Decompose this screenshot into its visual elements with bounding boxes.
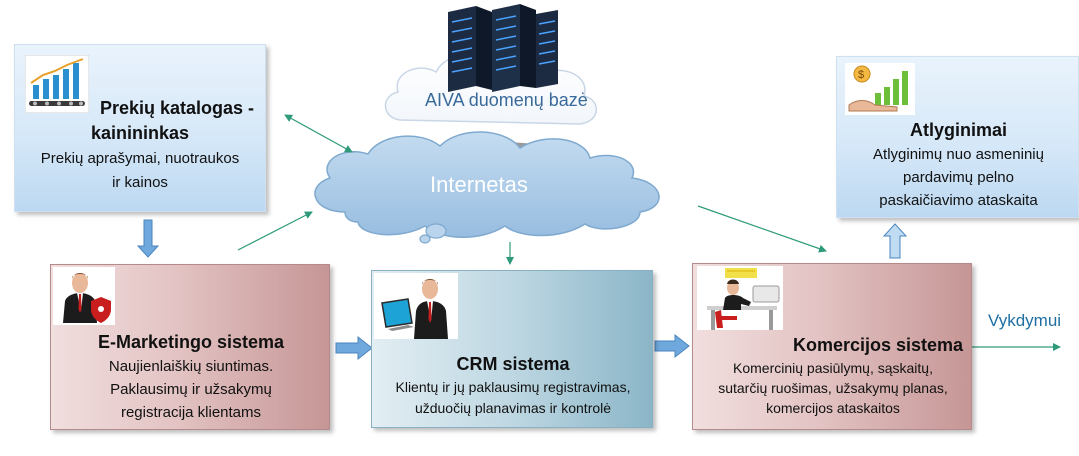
atlyginimai-title: Atlyginimai bbox=[909, 120, 1007, 140]
block-arrow-komercijos-atlyginimai bbox=[882, 223, 908, 259]
komercijos-desc-2: sutarčių ruošimas, užsakymų planas, bbox=[718, 380, 948, 396]
katalogas-title-2: kainininkas bbox=[90, 123, 190, 143]
block-arrow-catalog-emarketing bbox=[136, 219, 160, 258]
emarketing-desc-3: registracija klientams bbox=[120, 404, 262, 421]
komercijos-title: Komercijos sistema bbox=[792, 335, 964, 355]
atlyginimai-desc-3: paskaičiavimo ataskaita bbox=[879, 192, 1038, 209]
database-label: AIVA duomenų bazė bbox=[425, 90, 588, 110]
katalogas-title: Prekių katalogas - bbox=[99, 98, 255, 118]
emarketing-title: E-Marketingo sistema bbox=[97, 332, 285, 352]
output-label: Vykdymui bbox=[988, 311, 1062, 330]
internet-cloud bbox=[314, 131, 660, 244]
block-arrow-emarketing-crm bbox=[335, 335, 373, 361]
atlyginimai-desc-2: pardavimų pelno bbox=[903, 169, 1014, 186]
katalogas-desc-2: ir kainos bbox=[112, 174, 168, 191]
atlyginimai-desc-1: Atlyginimų nuo asmeninių bbox=[873, 146, 1044, 163]
person-computer-icon bbox=[374, 273, 458, 339]
person-shield-icon bbox=[53, 267, 115, 325]
node-katalogas: Prekių katalogas - kainininkas Prekių ap… bbox=[14, 44, 266, 212]
svg-text:$: $ bbox=[858, 69, 864, 81]
emarketing-desc-1: Naujienlaiškių siuntimas. bbox=[108, 358, 274, 375]
internet-label: Internetas bbox=[430, 172, 528, 197]
conveyor-chart-icon bbox=[24, 54, 90, 114]
office-worker-icon bbox=[697, 266, 783, 330]
crm-desc-2: užduočių planavimas ir kontrolė bbox=[414, 400, 612, 416]
block-arrow-crm-komercijos bbox=[654, 333, 690, 359]
emarketing-desc-2: Paklausimų ir užsakymų bbox=[110, 381, 272, 398]
node-emarketing: E-Marketingo sistema Naujienlaiškių siun… bbox=[50, 264, 330, 430]
crm-title: CRM sistema bbox=[456, 354, 570, 374]
node-atlyginimai: $ Atlyginimai Atlyginimų nuo asmeninių p… bbox=[836, 56, 1079, 218]
katalogas-desc-1: Prekių aprašymai, nuotraukos bbox=[40, 150, 240, 167]
arrow-internet-komercijos bbox=[697, 205, 827, 253]
crm-desc-1: Klientų ir jų paklausimų registravimas, bbox=[395, 379, 631, 395]
server-rack-icon bbox=[448, 4, 558, 92]
komercijos-desc-3: komercijos ataskaitos bbox=[766, 400, 900, 416]
salary-growth-icon: $ bbox=[845, 63, 915, 115]
arrow-catalog-internet bbox=[284, 114, 353, 153]
node-komercijos: Komercijos sistema Komercinių pasiūlymų,… bbox=[692, 263, 972, 430]
arrow-emarketing-internet bbox=[237, 211, 313, 251]
node-crm: CRM sistema Klientų ir jų paklausimų reg… bbox=[371, 270, 653, 428]
komercijos-desc-1: Komercinių pasiūlymų, sąskaitų, bbox=[733, 360, 933, 376]
